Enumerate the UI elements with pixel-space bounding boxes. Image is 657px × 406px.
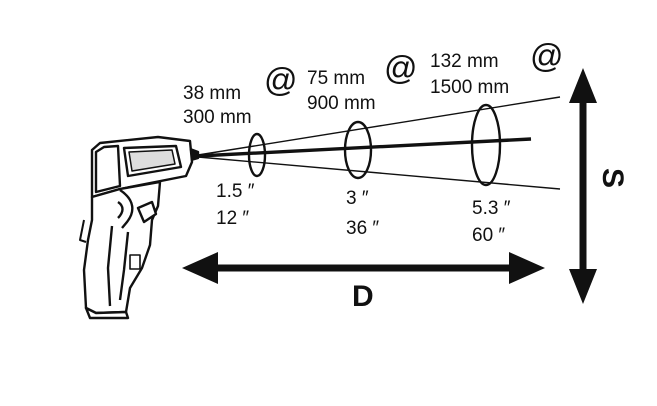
- spot-1-size-in: 1.5 ″: [216, 181, 255, 202]
- spot-3-distance-in: 60 ″: [472, 225, 505, 246]
- spot-size-arrow-icon: [569, 68, 597, 304]
- spot-2-distance-in: 36 ″: [346, 218, 379, 239]
- spot-ellipse-icon: [343, 120, 373, 180]
- spot-3-at-symbol: @: [530, 37, 564, 74]
- spot-3-distance-mm: 1500 mm: [430, 77, 509, 98]
- spot-2-distance-mm: 900 mm: [307, 93, 376, 114]
- distance-arrow-icon: [182, 252, 545, 284]
- spot-size-label: S: [596, 168, 629, 188]
- spot-2-size-mm: 75 mm: [307, 68, 365, 89]
- spot-1-at-symbol: @: [264, 61, 298, 98]
- spot-3-labels: 132 mm @ 1500 mm 5.3 ″ 60 ″: [430, 37, 564, 246]
- spot-2-size-in: 3 ″: [346, 188, 369, 209]
- spot-ellipse-icon: [470, 103, 502, 187]
- spot-1-labels: 38 mm @ 300 mm 1.5 ″ 12 ″: [183, 61, 298, 229]
- spot-2-labels: 75 mm @ 900 mm 3 ″ 36 ″: [307, 49, 418, 239]
- spot-1-distance-in: 12 ″: [216, 208, 249, 229]
- spot-ellipse-icon: [247, 132, 267, 178]
- spot-2-at-symbol: @: [384, 49, 418, 86]
- spot-1-distance-mm: 300 mm: [183, 107, 252, 128]
- spot-1-size-mm: 38 mm: [183, 83, 241, 104]
- spot-3-size-mm: 132 mm: [430, 51, 499, 72]
- spot-ellipses: [247, 103, 502, 187]
- spot-3-size-in: 5.3 ″: [472, 198, 511, 219]
- distance-label: D: [352, 280, 374, 313]
- measurement-cone-icon: [197, 96, 561, 190]
- infrared-thermometer-icon: [79, 135, 200, 320]
